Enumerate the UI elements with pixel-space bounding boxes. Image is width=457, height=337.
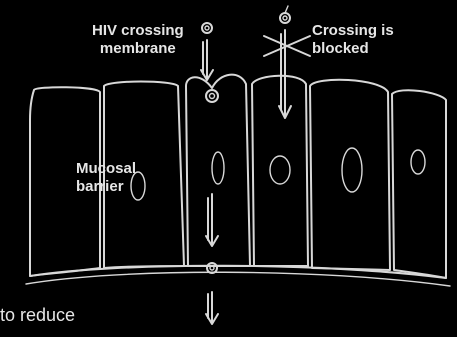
mucosal-barrier-label: Mucosal barrier [76, 160, 136, 196]
virus-particle-icon [206, 90, 218, 102]
cutoff-caption-text: to reduce [0, 304, 75, 326]
epithelial-cell [392, 90, 446, 278]
cell-nucleus [212, 152, 224, 184]
virus-particle-icon [207, 263, 217, 273]
mucosal-barrier-label-line-1: Mucosal [76, 160, 136, 178]
blocked-crossing-path [264, 6, 310, 118]
crossing-blocked-label-line-1: Crossing is [312, 22, 394, 40]
crossing-blocked-label: Crossing is blocked [312, 22, 394, 58]
cell-nucleus [270, 156, 290, 184]
cell-nuclei [131, 148, 425, 200]
hiv-crossing-path [201, 23, 218, 324]
hiv-crossing-label-line-1: HIV crossing [92, 22, 184, 40]
arrow-down-icon [206, 292, 218, 324]
arrow-down-icon [201, 40, 213, 80]
hiv-crossing-label-line-2: membrane [92, 40, 184, 58]
basement-membrane-line [26, 272, 450, 286]
mucosal-barrier-label-line-2: barrier [76, 178, 136, 196]
basement-membrane [26, 266, 450, 286]
arrow-down-icon [206, 194, 218, 246]
crossing-blocked-label-line-2: blocked [312, 40, 394, 58]
cell-nucleus [411, 150, 425, 174]
cell-nucleus [342, 148, 362, 192]
virus-particle-icon [202, 23, 212, 33]
blocked-x-mark-icon [264, 36, 310, 56]
hiv-crossing-label: HIV crossing membrane [92, 22, 184, 58]
epithelial-cell [310, 80, 390, 270]
virus-particle-icon [280, 6, 290, 23]
